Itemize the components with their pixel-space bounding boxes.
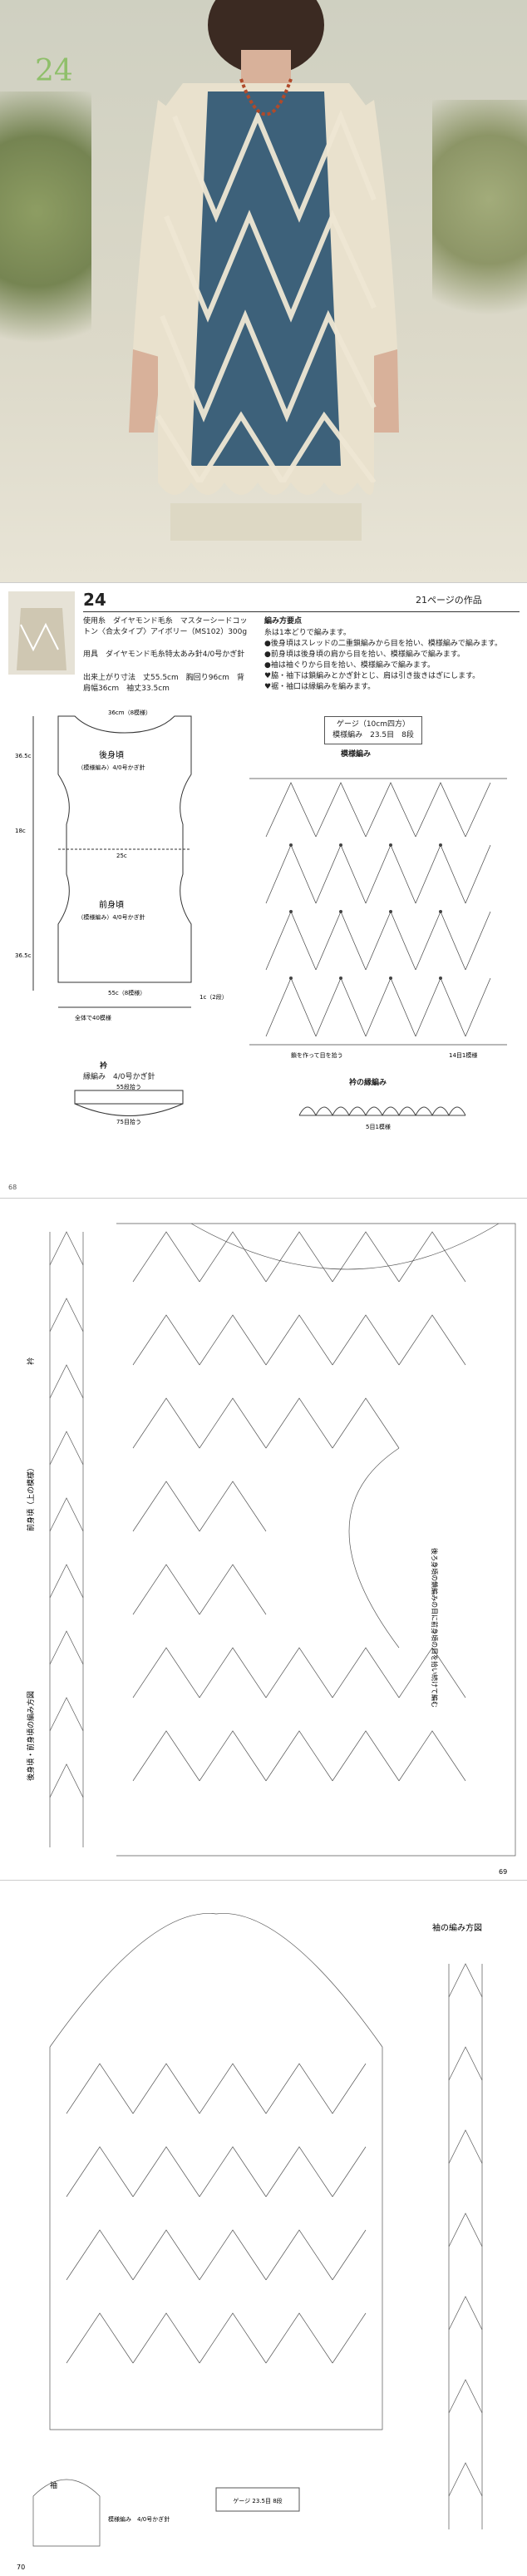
body-chart-page: 前身頃（上の模様） 衿 後身頃・前身頃の編み方図 後ろ身頃の鎖編みの目に前身頃の… [0, 1198, 527, 1881]
materials: 使用糸 ダイヤモンド毛糸 マスターシードコットン〈合太タイプ〉アイボリー（MS1… [83, 617, 248, 636]
back-label: 後身頃 [99, 749, 124, 760]
pattern-number: 24 [83, 590, 106, 610]
repeat-label: 14目1模様 [449, 1051, 477, 1059]
start-label: 鎖を作って目を拾う [291, 1051, 343, 1059]
chart-title: 後身頃・前身頃の編み方図 [26, 1691, 36, 1781]
side-label-2: 衿 [26, 1357, 36, 1365]
dim-shoulder-front: 36.5c [15, 952, 32, 959]
sleeve-chart-title: 袖の編み方図 [432, 1922, 482, 1933]
necklace [239, 78, 293, 116]
gauge-value: 模様編み 23.5目 8段 [332, 731, 414, 739]
thumbnail-photo [8, 591, 75, 675]
page-number: 69 [499, 1868, 507, 1876]
edge-title: 衿の縁編み [349, 1079, 387, 1087]
method-step: ♥脇・袖下は鎖編みとかぎ針とじ、肩は引き抜きはぎにします。 [264, 672, 480, 680]
method-title: 編み方要点 [264, 617, 303, 625]
gauge-box: ゲージ（10cm四方） 模様編み 23.5目 8段 [324, 716, 422, 744]
dim-armhole: 18c [15, 828, 26, 834]
side-label-1: 前身頃（上の模様） [26, 1464, 36, 1531]
back-needle: （模様編み）4/0号かぎ針 [77, 764, 145, 771]
tools: 用具 ダイヤモンド毛糸特太あみ針4/0号かぎ針 [83, 650, 245, 659]
method-step: 糸は1本どりで編みます。 [264, 629, 351, 637]
photo-number: 24 [35, 54, 73, 88]
dim-neck: 25c [116, 853, 127, 859]
dim-edge: 1c（2段） [199, 993, 228, 1001]
sleeve-chart: 袖の編み方図 袖 模様編み 4/0号かぎ針 ゲージ 23.5目 8段 70 [17, 1913, 483, 2571]
gauge-title: ゲージ（10cm四方） [337, 720, 410, 729]
dim-bottom: 55c（8模様） [108, 989, 145, 996]
page-number: 70 [17, 2564, 25, 2571]
finished-size: 出来上がり寸法 丈55.5cm 胸回り96cm 背肩幅36cm 袖丈33.5cm [83, 674, 244, 693]
collar-schematic: 55段拾う 75目拾う [74, 1083, 184, 1125]
dim-total: 全体で40模様 [75, 1014, 111, 1021]
page-reference: 21ページの作品 [416, 595, 482, 606]
inside-note: 後ろ身頃の鎖編みの目に前身頃の目を拾い続けて編む [431, 1548, 439, 1708]
divider [83, 611, 520, 612]
plant-left [0, 91, 91, 391]
dim-shoulder: 36.5c [15, 753, 32, 759]
product-photo: 24 [0, 0, 527, 582]
gauge-box: ゲージ 23.5目 8段 [233, 2497, 282, 2504]
body-schematic: 後身頃 （模様編み）4/0号かぎ針 前身頃 （模様編み）4/0号かぎ針 36.5… [15, 709, 228, 1021]
collar-label: 衿 [100, 1062, 108, 1070]
instructions-page: 24 21ページの作品 使用糸 ダイヤモンド毛糸 マスターシードコットン〈合太タ… [0, 582, 527, 1199]
edge-chart: 5目1模様 [298, 1106, 466, 1130]
body-chart: 前身頃（上の模様） 衿 後身頃・前身頃の編み方図 後ろ身頃の鎖編みの目に前身頃の… [26, 1223, 516, 1876]
collar-dim-bottom: 75目拾う [116, 1118, 141, 1125]
dim-top: 36cm（8模様） [108, 709, 151, 716]
sleeve-label: 袖 [50, 2480, 57, 2490]
front-needle: （模様編み）4/0号かぎ針 [77, 913, 145, 921]
method-step: ♥裾・袖口は縁編みを編みます。 [264, 683, 376, 691]
collar-needle: 縁編み 4/0号かぎ針 [83, 1073, 155, 1081]
stitch-chart: 14目1模様 鎖を作って目を拾う [249, 778, 507, 1059]
method-step: ●後身頃はスレッドの二重鎖編みから目を拾い、模様編みで編みます。 [264, 640, 502, 648]
camisole [191, 91, 341, 466]
sleeve-chart-page: 袖の編み方図 袖 模様編み 4/0号かぎ針 ゲージ 23.5目 8段 70 [0, 1880, 527, 2576]
method-step: ●前身頃は後身頃の肩から目を拾い、模様編みで編みます。 [264, 650, 465, 659]
sleeve-needle: 模様編み 4/0号かぎ針 [108, 2515, 170, 2523]
collar-dim-top: 55段拾う [116, 1083, 141, 1090]
page-number: 68 [8, 1184, 17, 1191]
front-label: 前身頃 [99, 899, 124, 910]
edge-note: 5目1模様 [366, 1123, 391, 1130]
plant-right [432, 100, 527, 349]
pattern-title: 模様編み [341, 750, 372, 759]
method-list: 糸は1本どりで編みます。 ●後身頃はスレッドの二重鎖編みから目を拾い、模様編みで… [264, 628, 514, 693]
lace-pattern [155, 110, 377, 487]
method-step: ●袖は袖ぐりから目を拾い、模様編みで編みます。 [264, 661, 435, 670]
model-illustration [129, 0, 399, 541]
